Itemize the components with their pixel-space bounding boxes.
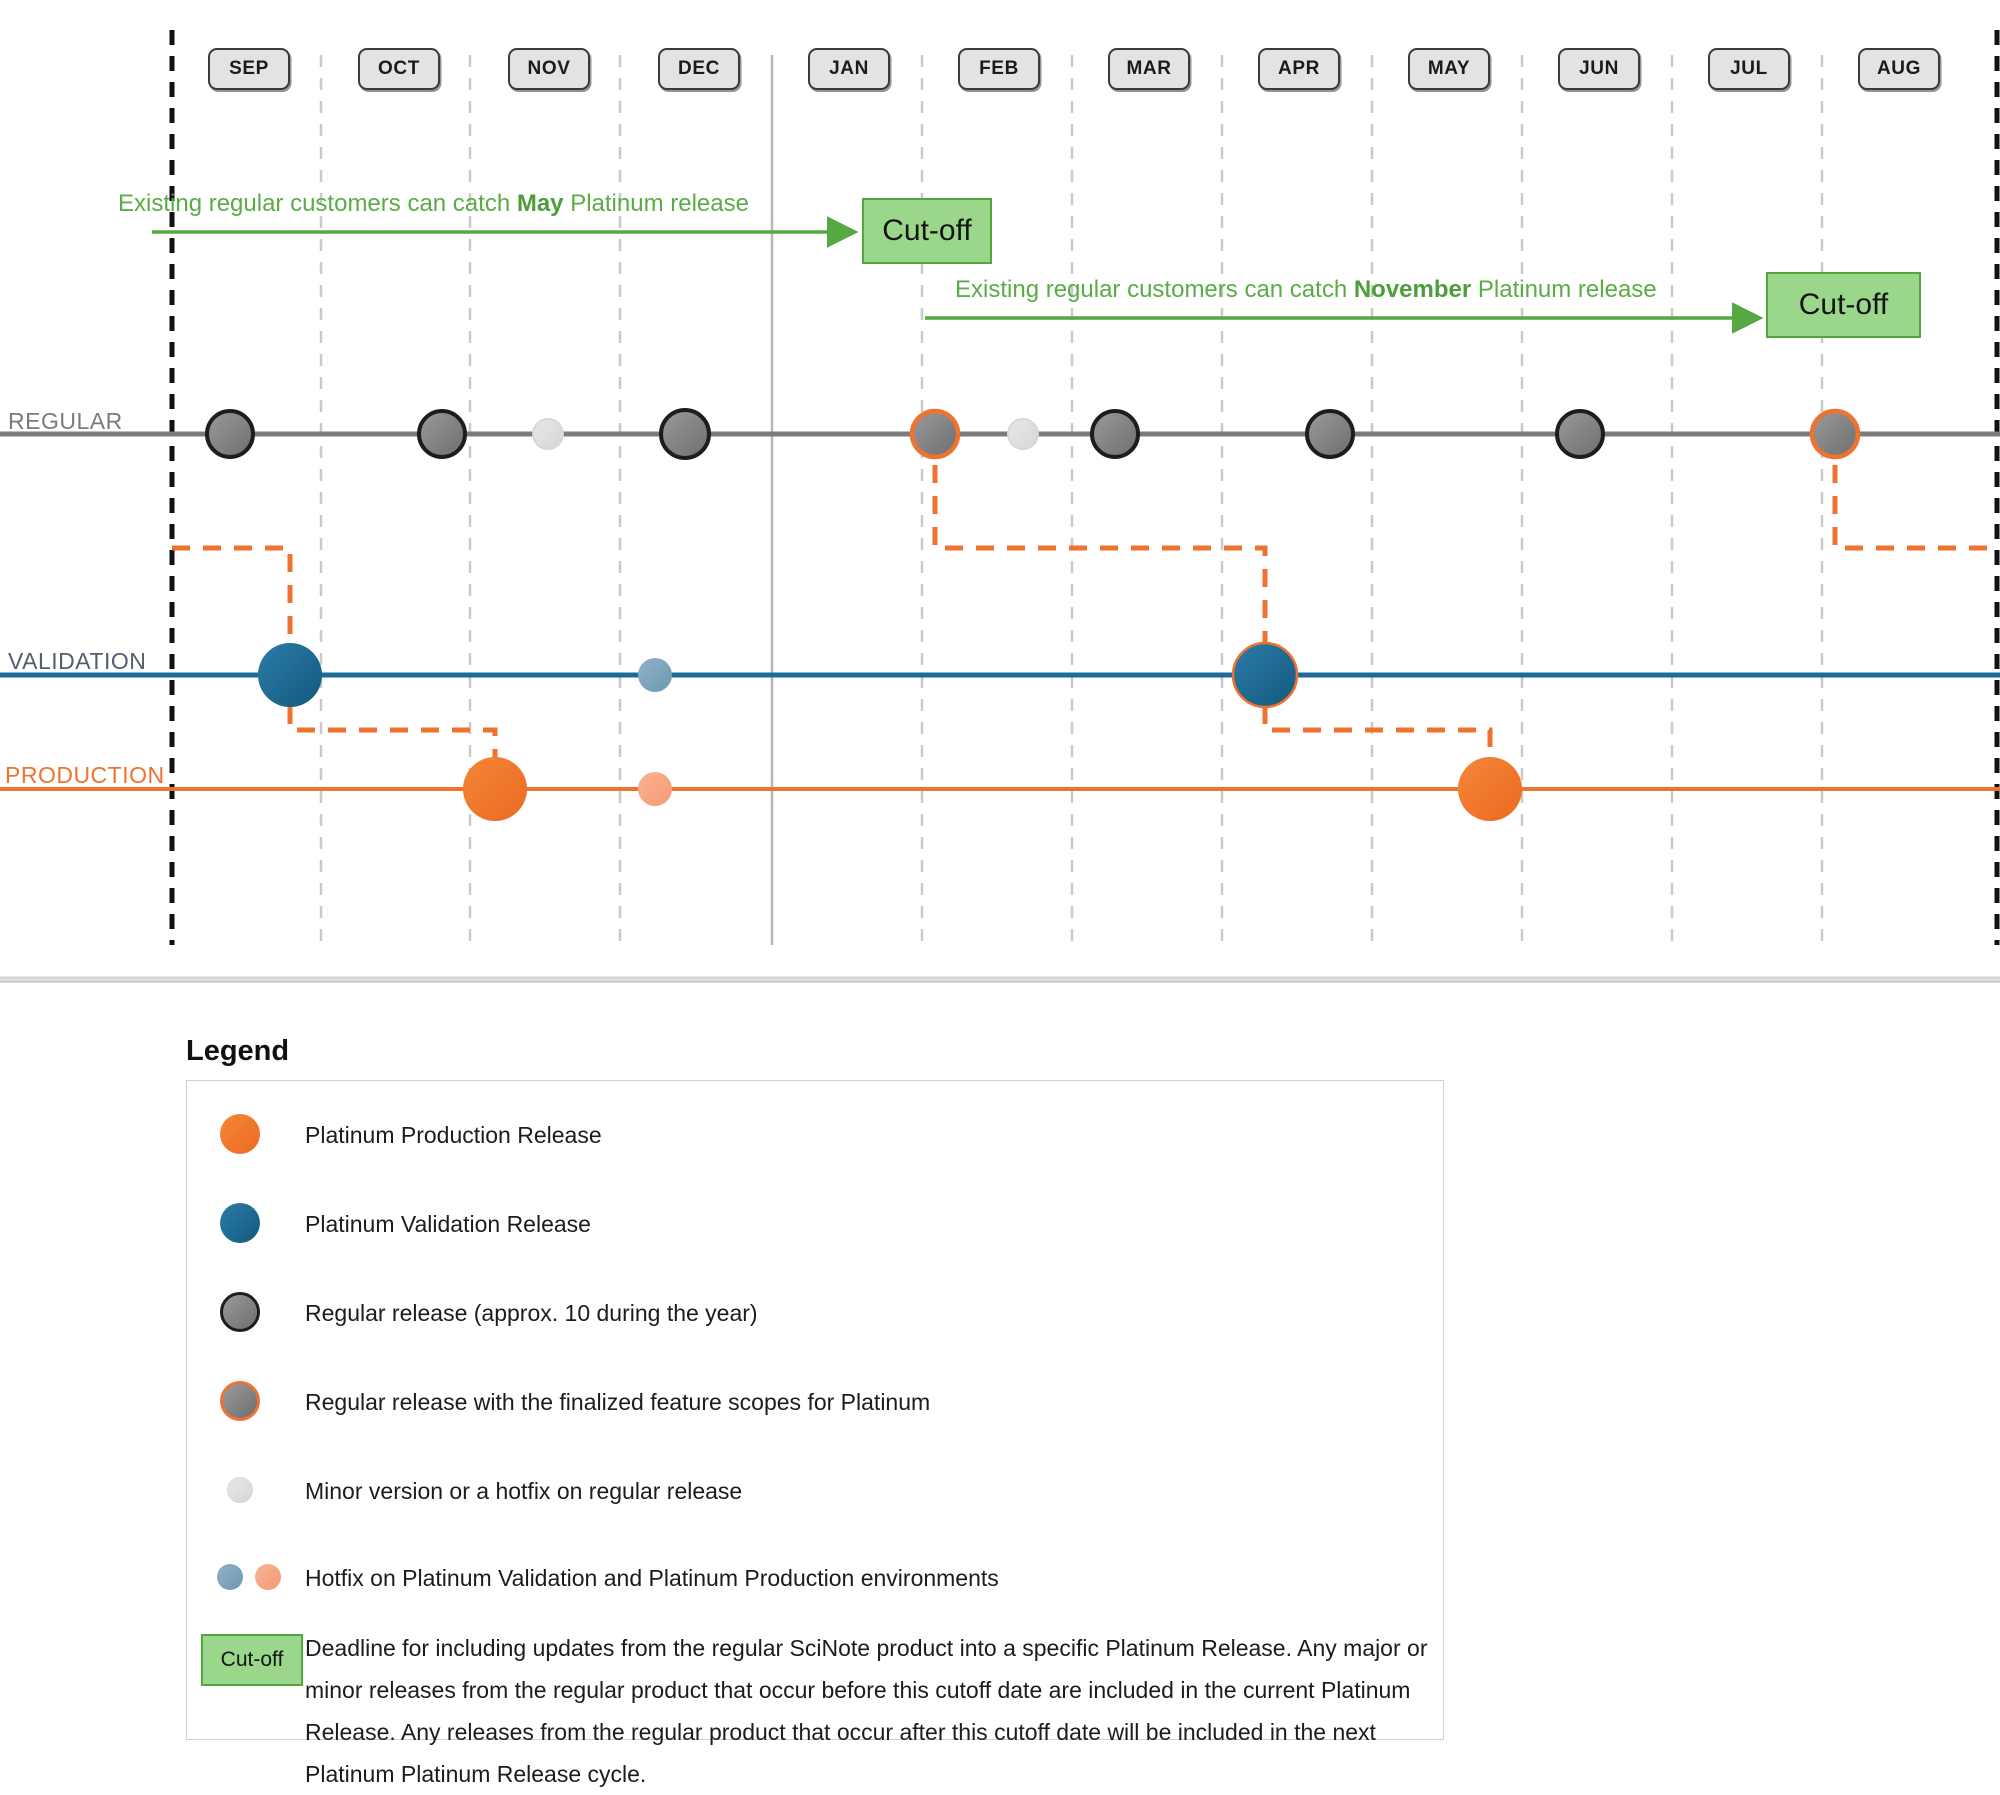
cutoff-box-may[interactable]: Cut-off <box>862 198 992 264</box>
annotation-label-may: Existing regular customers can catch May… <box>118 190 749 218</box>
marker-regular-dec <box>659 408 711 460</box>
annotation-label-november: Existing regular customers can catch Nov… <box>955 276 1657 304</box>
month-chip-oct[interactable]: OCT <box>358 48 440 90</box>
marker-minor-feb <box>1007 418 1039 450</box>
legend-icon-light-gray-small-dot <box>227 1477 253 1503</box>
month-chip-sep[interactable]: SEP <box>208 48 290 90</box>
legend-icon-gray-dot-orange-ring <box>220 1381 260 1421</box>
timeline-panel: SEP OCT NOV DEC JAN FEB MAR APR MAY JUN … <box>0 30 2000 980</box>
validation-markers <box>258 641 1299 709</box>
marker-minor-nov <box>532 418 564 450</box>
month-chip-aug[interactable]: AUG <box>1858 48 1940 90</box>
marker-platinum-validation-apr <box>1231 641 1299 709</box>
month-chip-feb[interactable]: FEB <box>958 48 1040 90</box>
legend-icon-orange-dot <box>220 1114 260 1154</box>
annotation-may-bold: May <box>516 190 564 217</box>
legend-icon-blue-dot <box>220 1203 260 1243</box>
lane-label-validation: VALIDATION <box>8 648 147 674</box>
month-chip-nov[interactable]: NOV <box>508 48 590 90</box>
month-chip-jun[interactable]: JUN <box>1558 48 1640 90</box>
legend-label-platinum-validation: Platinum Validation Release <box>305 1211 591 1237</box>
marker-regular-apr <box>1305 409 1355 459</box>
cutoff-box-november[interactable]: Cut-off <box>1766 272 1921 338</box>
connector-sep-cycle <box>172 545 498 789</box>
legend-icon-gray-dot <box>220 1292 260 1332</box>
timeline-canvas <box>0 30 2000 980</box>
month-chip-apr[interactable]: APR <box>1258 48 1340 90</box>
production-markers <box>463 757 1522 821</box>
month-chip-jul[interactable]: JUL <box>1708 48 1790 90</box>
legend-title: Legend <box>186 1035 290 1067</box>
gridlines <box>169 30 2000 945</box>
marker-regular-mar <box>1090 409 1140 459</box>
legend-cutoff-badge[interactable]: Cut-off <box>201 1634 303 1686</box>
legend-label-minor-hotfix: Minor version or a hotfix on regular rel… <box>305 1478 743 1504</box>
marker-platinum-production-oct <box>463 757 527 821</box>
legend-label-hotfix-platinum: Hotfix on Platinum Validation and Platin… <box>305 1565 999 1591</box>
month-chip-dec[interactable]: DEC <box>658 48 740 90</box>
annotation-may-after: Platinum release <box>563 190 749 217</box>
month-chip-jan[interactable]: JAN <box>808 48 890 90</box>
legend-box: Platinum Production Release Platinum Val… <box>186 1080 1444 1787</box>
marker-hotfix-production-nov <box>638 772 672 806</box>
marker-regular-sep <box>205 409 255 459</box>
marker-regular-scoped-aug <box>1809 408 1861 460</box>
month-chip-may[interactable]: MAY <box>1408 48 1490 90</box>
regular-markers <box>205 408 1861 460</box>
legend-icon-orange-small-dot <box>255 1564 281 1590</box>
legend-label-regular-scoped: Regular release with the finalized featu… <box>305 1389 931 1415</box>
legend-cutoff-description: Deadline for including updates from the … <box>305 1635 1428 1787</box>
connector-feb-cycle <box>932 434 1493 789</box>
marker-platinum-production-may <box>1458 757 1522 821</box>
annotation-november-bold: November <box>1353 276 1472 303</box>
marker-hotfix-validation-dec <box>638 658 672 692</box>
annotation-may-before: Existing regular customers can catch <box>118 190 517 217</box>
lane-label-production: PRODUCTION <box>5 762 165 788</box>
month-chip-mar[interactable]: MAR <box>1108 48 1190 90</box>
legend-panel: Legend Platinum Production Release Plati… <box>0 980 2000 1787</box>
legend-icon-blue-small-dot <box>217 1564 243 1590</box>
legend-top-divider <box>0 980 2000 983</box>
marker-regular-jun <box>1555 409 1605 459</box>
marker-regular-scoped-feb <box>909 408 961 460</box>
annotation-november-before: Existing regular customers can catch <box>955 276 1354 303</box>
legend-label-platinum-production: Platinum Production Release <box>305 1122 602 1148</box>
marker-regular-oct <box>417 409 467 459</box>
connector-aug-cycle <box>1832 434 2000 551</box>
marker-platinum-validation-sep <box>258 643 322 707</box>
legend-label-regular-release: Regular release (approx. 10 during the y… <box>305 1300 758 1326</box>
lane-label-regular: REGULAR <box>8 408 123 434</box>
annotation-november-after: Platinum release <box>1471 276 1657 303</box>
